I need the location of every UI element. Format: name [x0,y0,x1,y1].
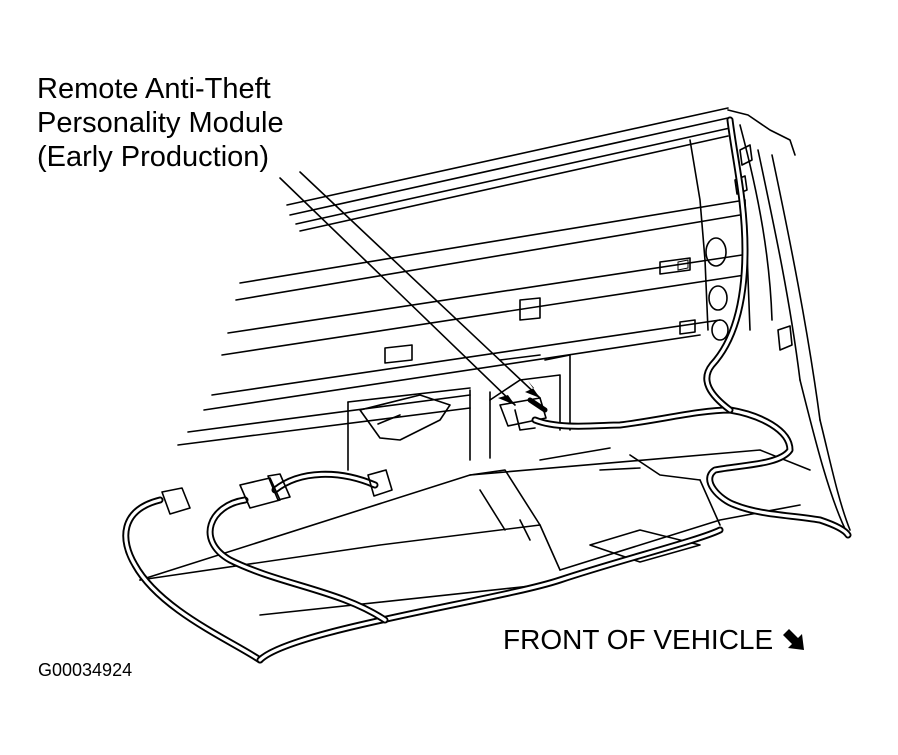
back-panel-upper [177,199,746,446]
harness-connectors [161,469,393,515]
front-of-vehicle-indicator: FRONT OF VEHICLE [503,624,807,656]
anti-theft-module [499,397,548,431]
module-callout-label: Remote Anti-Theft Personality Module (Ea… [37,72,284,174]
arrow-down-right-icon [783,629,805,650]
callout-leader-arrows [279,171,541,406]
roof-rail [286,107,731,232]
callout-line-3: (Early Production) [37,141,270,173]
cab-floor [139,394,811,616]
callout-line-2: Personality Module [37,107,284,139]
front-of-vehicle-label: FRONT OF VEHICLE [503,624,774,655]
figure-id: G00034924 [38,660,133,680]
wiring-harness [122,116,852,664]
callout-line-1: Remote Anti-Theft [37,73,271,105]
module-mount-area [347,354,571,471]
